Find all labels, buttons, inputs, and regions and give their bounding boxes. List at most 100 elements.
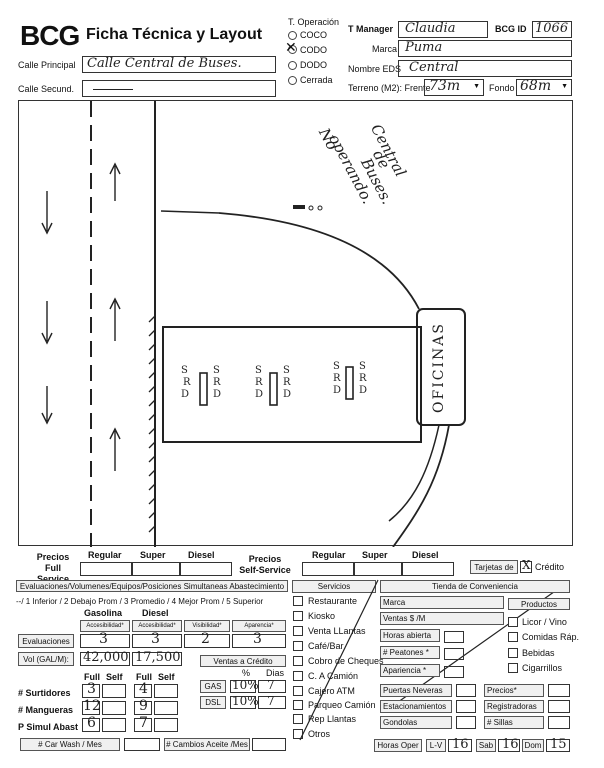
credito-checkbox[interactable]: X — [520, 558, 532, 573]
col-accesibilidad-2: Accesibilidad* — [132, 620, 182, 632]
checkbox[interactable] — [293, 611, 303, 621]
fondo-field[interactable]: 68m ▼ — [516, 78, 572, 96]
disp-letter: S — [283, 365, 290, 376]
sab-input[interactable]: 16 — [498, 737, 520, 752]
checkbox[interactable] — [508, 663, 518, 673]
full-label-1: Full — [84, 672, 100, 682]
mangueras-dsl-self[interactable] — [154, 701, 178, 715]
checkbox[interactable] — [293, 686, 303, 696]
simul-dsl-self[interactable] — [154, 718, 178, 732]
checkbox[interactable] — [508, 648, 518, 658]
lv-value: 16 — [452, 737, 469, 752]
vol-diesel-input[interactable]: 17,500 — [132, 650, 182, 666]
surtidores-gas-self[interactable] — [102, 684, 126, 698]
disp-letter: S — [359, 361, 366, 372]
cambios-aceite-label: # Cambios Aceite /Mes — [164, 738, 250, 751]
dsl-dias-input[interactable]: 7 — [258, 694, 286, 709]
radio-cerrada[interactable] — [288, 76, 297, 85]
sillas-input[interactable] — [548, 716, 570, 729]
eval-diesel-input[interactable]: 3 — [132, 631, 182, 648]
gondolas-input[interactable] — [456, 716, 476, 729]
surtidores-dsl-full[interactable]: 4 — [134, 681, 152, 698]
horas-abierta-input[interactable] — [444, 631, 464, 643]
checkbox[interactable] — [293, 671, 303, 681]
frente-field[interactable]: 73m ▼ — [424, 78, 484, 96]
nombre-eds-label: Nombre EDS — [348, 64, 402, 74]
full-super-input[interactable] — [132, 562, 180, 576]
marca-field[interactable]: Puma — [398, 40, 572, 57]
peatones-input[interactable] — [444, 648, 464, 660]
radio-coco[interactable] — [288, 31, 297, 40]
dot-mark — [317, 205, 323, 211]
small-mark — [293, 205, 305, 209]
checkbox[interactable] — [508, 617, 518, 627]
self-super-input[interactable] — [354, 562, 402, 576]
dom-input[interactable]: 15 — [546, 737, 570, 752]
evaluaciones-header: Evaluaciones/Volumenes/Equipos/Posicione… — [16, 580, 288, 592]
self-diesel-input[interactable] — [402, 562, 454, 576]
checkbox[interactable] — [293, 641, 303, 651]
radio-dodo[interactable] — [288, 61, 297, 70]
dsl-pct-input[interactable]: 10% — [230, 694, 259, 709]
gas-label: GAS — [200, 680, 226, 693]
eval-aparencia-input[interactable]: 3 — [232, 631, 286, 648]
checkbox[interactable] — [293, 729, 303, 739]
surtidores-label: # Surtidores — [18, 688, 71, 698]
pct-label: % — [242, 668, 251, 678]
eval-gasolina-input[interactable]: 3 — [80, 631, 130, 648]
registradoras-input[interactable] — [548, 700, 570, 713]
surtidores-dsl-self[interactable] — [154, 684, 178, 698]
precios-input[interactable] — [548, 684, 570, 697]
fondo-value: 68m — [520, 78, 552, 94]
surtidores-gas-full-value: 3 — [87, 681, 96, 697]
oficinas-building — [416, 308, 466, 426]
gas-dias-input[interactable]: 7 — [258, 678, 286, 693]
lv-input[interactable]: 16 — [448, 737, 472, 752]
full-regular-input[interactable] — [80, 562, 132, 576]
eval-visibilidad-input[interactable]: 2 — [184, 631, 230, 648]
calle-secund-label: Calle Secund. — [18, 84, 75, 94]
calle-principal-field[interactable]: Calle Central de Buses. — [82, 56, 276, 73]
mangueras-dsl-full[interactable]: 9 — [134, 698, 152, 715]
puertas-label: Puertas Neveras — [380, 684, 452, 697]
checkbox[interactable] — [293, 714, 303, 724]
apariencia-input[interactable] — [444, 666, 464, 678]
gasolina-label: Gasolina — [84, 608, 123, 618]
estacionamientos-input[interactable] — [456, 700, 476, 713]
page-title: Ficha Técnica y Layout — [86, 26, 263, 43]
t-manager-field[interactable]: Claudia — [398, 21, 488, 38]
mangueras-gas-full[interactable]: 12 — [82, 698, 101, 715]
full-diesel-input[interactable] — [180, 562, 232, 576]
bcg-id-field[interactable]: 1066 — [532, 21, 572, 38]
simul-dsl-full[interactable]: 7 — [134, 715, 152, 732]
radio-codo[interactable] — [288, 45, 297, 54]
gas-pct-input[interactable]: 10% — [230, 678, 259, 693]
dsl-pct-value: 10% — [232, 694, 259, 708]
driveway-curve-top-inner — [160, 210, 220, 214]
checkbox[interactable] — [293, 656, 303, 666]
driveway-curve-bottom-2 — [388, 424, 440, 522]
mangueras-gas-self[interactable] — [102, 701, 126, 715]
car-wash-input[interactable] — [124, 738, 160, 751]
vol-diesel-value: 17,500 — [135, 650, 181, 665]
simul-gas-full[interactable]: 6 — [82, 715, 100, 732]
self-regular-input[interactable] — [302, 562, 354, 576]
checkbox[interactable] — [293, 626, 303, 636]
calle-secund-field[interactable] — [82, 80, 276, 97]
simul-dsl-full-value: 7 — [139, 715, 148, 731]
cambios-aceite-input[interactable] — [252, 738, 286, 751]
nombre-eds-field[interactable]: Central — [398, 60, 572, 77]
puertas-input[interactable] — [456, 684, 476, 697]
mangueras-gas-full-value: 12 — [83, 698, 101, 714]
dsl-dias-value: 7 — [267, 694, 275, 708]
checkbox[interactable] — [293, 596, 303, 606]
checkbox[interactable] — [293, 700, 303, 710]
precios-self-label: Precios Self-Service — [239, 554, 291, 575]
checkbox[interactable] — [508, 632, 518, 642]
bebidas-label: Bebidas — [522, 648, 555, 658]
sab-value: 16 — [502, 737, 519, 752]
self-col-regular: Regular — [312, 550, 346, 560]
surtidores-gas-full[interactable]: 3 — [82, 681, 100, 698]
vol-gasolina-input[interactable]: 42,000 — [80, 650, 130, 666]
simul-gas-self[interactable] — [102, 718, 126, 732]
